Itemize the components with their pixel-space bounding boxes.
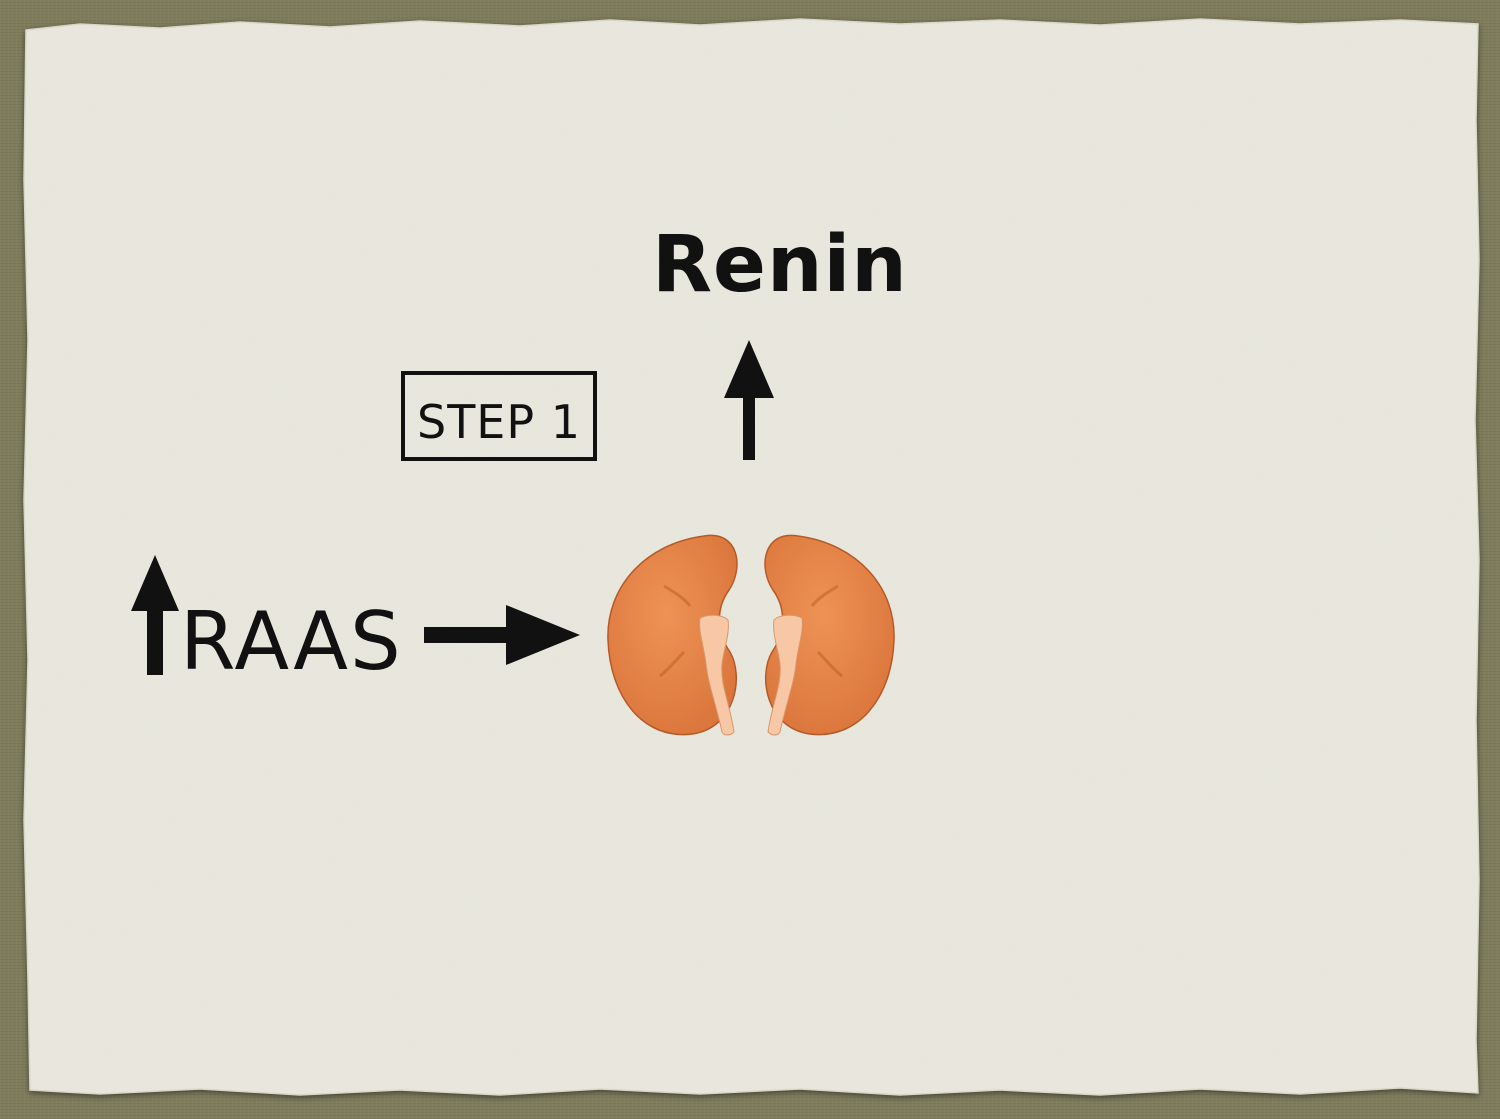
- step-badge: STEP 1: [401, 371, 597, 461]
- renin-label: Renin: [652, 220, 908, 310]
- step-label: STEP 1: [417, 395, 581, 449]
- up-arrow-icon: [724, 340, 774, 460]
- kidneys-icon: [607, 534, 895, 736]
- raas-label: RAAS: [180, 595, 403, 688]
- right-arrow-icon: [424, 605, 580, 665]
- increase-up-arrow-icon: [131, 555, 179, 675]
